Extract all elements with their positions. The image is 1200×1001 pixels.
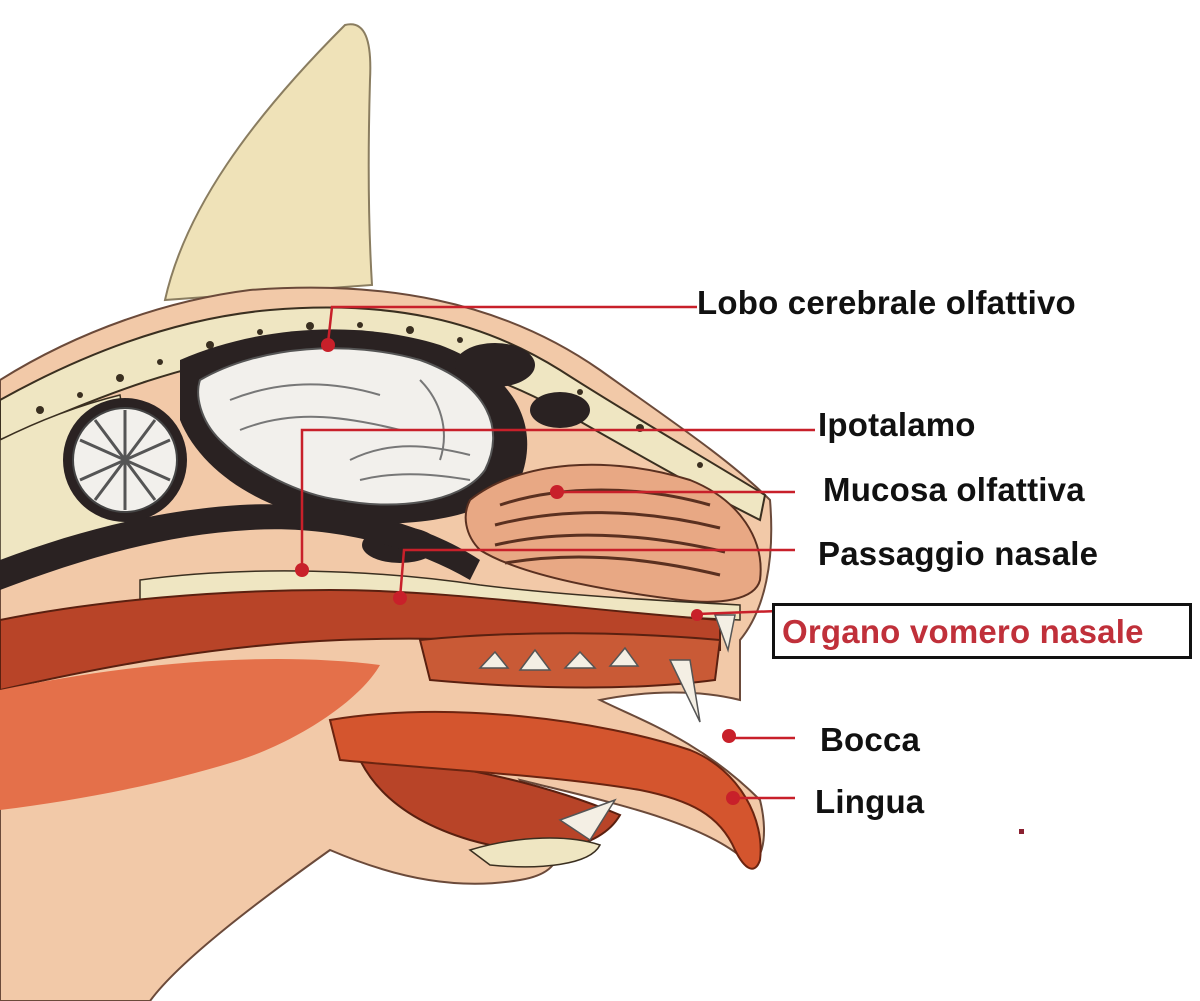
dot-organo bbox=[691, 609, 703, 621]
upper-teeth bbox=[478, 614, 736, 723]
highlight-box bbox=[772, 603, 1192, 659]
leader-ipotalamo bbox=[300, 428, 815, 570]
label-bocca: Bocca bbox=[820, 721, 921, 758]
dot-ipotalamo bbox=[295, 563, 309, 577]
turbinate-folds bbox=[494, 488, 726, 577]
label-lobo-cerebrale-olfattivo: Lobo cerebrale olfattivo bbox=[697, 284, 1076, 321]
mandible-bone bbox=[468, 837, 602, 868]
cerebellum bbox=[63, 398, 187, 522]
dot-mucosa bbox=[550, 485, 564, 499]
label-mucosa-olfattiva: Mucosa olfattiva bbox=[823, 471, 1085, 508]
dot-lobo bbox=[321, 338, 335, 352]
pharynx bbox=[0, 659, 380, 810]
label-passaggio-nasale: Passaggio nasale bbox=[818, 535, 1099, 572]
lower-tooth bbox=[558, 798, 617, 842]
leader-passaggio bbox=[398, 548, 795, 599]
brain-folds bbox=[229, 379, 471, 481]
sinus-1 bbox=[455, 343, 535, 387]
ear bbox=[163, 23, 374, 302]
label-organo-vomero-nasale: Organo vomero nasale bbox=[782, 613, 1144, 650]
sinus-2 bbox=[530, 392, 590, 428]
dot-lingua bbox=[726, 791, 740, 805]
dot-passaggio bbox=[393, 591, 407, 605]
tongue bbox=[328, 710, 762, 870]
stray-mark bbox=[1019, 829, 1024, 834]
skull-base bbox=[0, 504, 480, 590]
leader-lines bbox=[300, 305, 815, 800]
marker-dots bbox=[295, 338, 1024, 834]
throat-band bbox=[0, 588, 721, 692]
label-ipotalamo: Ipotalamo bbox=[818, 406, 976, 443]
leader-lobo bbox=[326, 305, 697, 344]
label-lingua: Lingua bbox=[815, 783, 925, 820]
upper-jaw bbox=[418, 632, 722, 689]
dot-bocca bbox=[722, 729, 736, 743]
